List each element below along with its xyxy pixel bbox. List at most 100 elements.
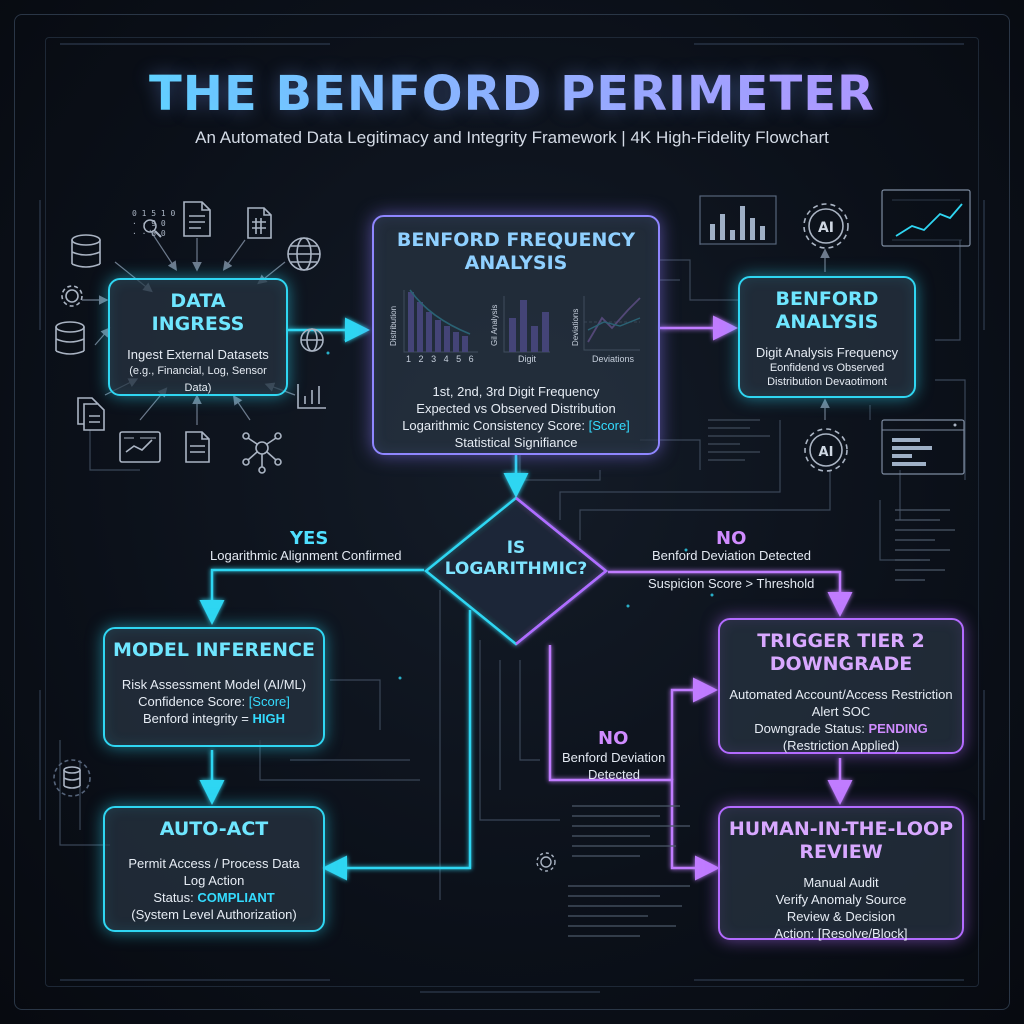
node-line: Distribution Devaotimont bbox=[767, 376, 887, 388]
frame-ticks bbox=[39, 43, 985, 993]
confidence-value: [Score] bbox=[248, 694, 290, 709]
model-inference-node[interactable]: MODEL INFERENCE Risk Assessment Model (A… bbox=[103, 627, 325, 747]
score-label: Logarithmic Consistency Score: bbox=[402, 418, 589, 433]
node-title: TRIGGER TIER 2 DOWNGRADE bbox=[728, 630, 954, 676]
node-line: Automated Account/Access Restriction bbox=[729, 687, 953, 702]
node-line: Benford integrity = HIGH bbox=[113, 710, 315, 727]
circuit-traces bbox=[59, 220, 966, 900]
node-title-line: BENFORD FREQUENCY bbox=[396, 229, 636, 251]
node-line: Log Action bbox=[183, 873, 245, 888]
svg-text:AI: AI bbox=[818, 220, 834, 236]
tier2-downgrade-node[interactable]: TRIGGER TIER 2 DOWNGRADE Automated Accou… bbox=[718, 618, 964, 754]
document-icon bbox=[77, 397, 105, 431]
bar-chart-icon bbox=[297, 384, 326, 409]
node-line: Downgrade Status: PENDING bbox=[728, 720, 954, 737]
integrity-label: Benford integrity = bbox=[143, 711, 253, 726]
node-line: 1st, 2nd, 3rd Digit Frequency bbox=[432, 384, 600, 399]
node-title: AUTO-ACT bbox=[159, 818, 269, 840]
node-line: Ingest External Datasets bbox=[127, 347, 269, 362]
node-title: BENFORD ANALYSIS bbox=[748, 288, 906, 334]
node-title-line: DATA bbox=[170, 290, 226, 312]
document-icon bbox=[183, 201, 211, 237]
score-value: [Score] bbox=[588, 418, 630, 433]
mini-chart-xlabel: Deviations bbox=[592, 354, 635, 364]
no-sublabel-lower: Benford Deviation bbox=[562, 750, 666, 765]
no-sublabel-right-2: Suspicion Score > Threshold bbox=[648, 576, 815, 591]
status-badge: PENDING bbox=[868, 721, 928, 736]
no-sublabel-lower-2: Detected bbox=[588, 767, 641, 782]
node-title-line: TRIGGER TIER 2 bbox=[757, 630, 925, 652]
yes-sublabel: Logarithmic Alignment Confirmed bbox=[210, 548, 402, 563]
status-label: Status: bbox=[153, 890, 198, 905]
benford-analysis-node[interactable]: BENFORD ANALYSIS Digit Analysis Frequenc… bbox=[738, 276, 916, 398]
node-line: Confidence Score: [Score] bbox=[113, 693, 315, 710]
node-title-line: HUMAN-IN-THE-LOOP bbox=[728, 818, 954, 840]
globe-icon bbox=[287, 237, 321, 271]
decision-diamond bbox=[424, 496, 608, 646]
ai-chip-icon: AI bbox=[803, 203, 849, 249]
node-title-line: DOWNGRADE bbox=[769, 653, 913, 675]
terminal-icon bbox=[119, 431, 161, 463]
frequency-analysis-node[interactable]: BENFORD FREQUENCY ANALYSIS 1st, 2nd, 3rd… bbox=[372, 215, 660, 455]
code-panel bbox=[568, 509, 955, 937]
node-line: (System Level Authorization) bbox=[131, 907, 297, 922]
node-title-line: ANALYSIS bbox=[464, 252, 568, 274]
svg-text:0 1 5 1 0: 0 1 5 1 0 bbox=[132, 209, 176, 218]
node-line: Logarithmic Consistency Score: [Score] bbox=[382, 417, 650, 434]
mini-chart-ylabel: Gil Analysis bbox=[490, 304, 499, 346]
mini-chart-ylabel: Distribution bbox=[389, 305, 398, 346]
page-subtitle: An Automated Data Legitimacy and Integri… bbox=[195, 128, 829, 147]
node-line: Risk Assessment Model (AI/ML) bbox=[121, 677, 307, 692]
no-label-right: NO bbox=[716, 528, 747, 549]
search-icon: 0 1 5 1 0 · · 9 0 · · 8 0 bbox=[132, 209, 176, 238]
node-title: HUMAN-IN-THE-LOOP REVIEW bbox=[728, 818, 954, 864]
mini-chart-ticks: 1 2 3 4 5 6 bbox=[406, 354, 474, 364]
database-icon bbox=[53, 759, 91, 797]
decision-line: IS bbox=[506, 538, 526, 558]
node-line: Verify Anomaly Source bbox=[775, 892, 907, 907]
svg-text:· · 8 0: · · 8 0 bbox=[132, 229, 166, 238]
svg-text:· · 9 0: · · 9 0 bbox=[132, 219, 166, 228]
document-icon bbox=[185, 431, 210, 463]
mini-chart-xlabel: Digit bbox=[518, 354, 537, 364]
node-title: MODEL INFERENCE bbox=[113, 639, 315, 661]
tick: 5 bbox=[456, 354, 462, 364]
node-title-line: REVIEW bbox=[799, 841, 883, 863]
globe-icon bbox=[300, 328, 324, 352]
page-title: THE BENFORD PERIMETER bbox=[0, 66, 1024, 122]
hitl-review-node[interactable]: HUMAN-IN-THE-LOOP REVIEW Manual Audit Ve… bbox=[718, 806, 964, 941]
node-line: Digit Analysis Frequency bbox=[755, 345, 899, 360]
data-ingress-node[interactable]: DATA INGRESS Ingest External Datasets (e… bbox=[108, 278, 288, 396]
node-line: Action: [Resolve/Block] bbox=[774, 926, 908, 941]
tick: 1 bbox=[406, 354, 412, 364]
tick: 2 bbox=[418, 354, 424, 364]
node-line: Status: COMPLIANT bbox=[113, 889, 315, 906]
svg-text:AI: AI bbox=[819, 445, 834, 460]
node-title-line: ANALYSIS bbox=[775, 311, 879, 333]
decision-line: LOGARITHMIC? bbox=[444, 559, 588, 579]
tick: 4 bbox=[443, 354, 449, 364]
downgrade-status-label: Downgrade Status: bbox=[754, 721, 869, 736]
tick: 3 bbox=[431, 354, 437, 364]
gear-icon bbox=[536, 852, 556, 872]
node-line: Manual Audit bbox=[803, 875, 879, 890]
node-line: (Restriction Applied) bbox=[782, 738, 900, 753]
yes-label: YES bbox=[290, 528, 329, 549]
database-icon bbox=[71, 234, 101, 268]
node-title-line: INGRESS bbox=[151, 313, 245, 335]
gear-icon bbox=[61, 285, 83, 307]
integrity-value: HIGH bbox=[252, 711, 285, 726]
status-badge: COMPLIANT bbox=[197, 890, 275, 905]
document-icon bbox=[247, 207, 272, 239]
node-line: Alert SOC bbox=[811, 704, 871, 719]
node-title-line: BENFORD bbox=[775, 288, 879, 310]
terminal-icon bbox=[881, 419, 965, 475]
decision-label: IS LOGARITHMIC? bbox=[424, 538, 608, 580]
no-sublabel-right: Benford Deviation Detected bbox=[652, 548, 811, 563]
bar-chart-icon bbox=[699, 195, 777, 245]
confidence-label: Confidence Score: bbox=[138, 694, 249, 709]
node-line: Review & Decision bbox=[786, 909, 896, 924]
node-title: DATA INGRESS bbox=[118, 290, 278, 336]
ai-chip-icon: AI bbox=[804, 428, 848, 472]
auto-act-node[interactable]: AUTO-ACT Permit Access / Process Data Lo… bbox=[103, 806, 325, 932]
